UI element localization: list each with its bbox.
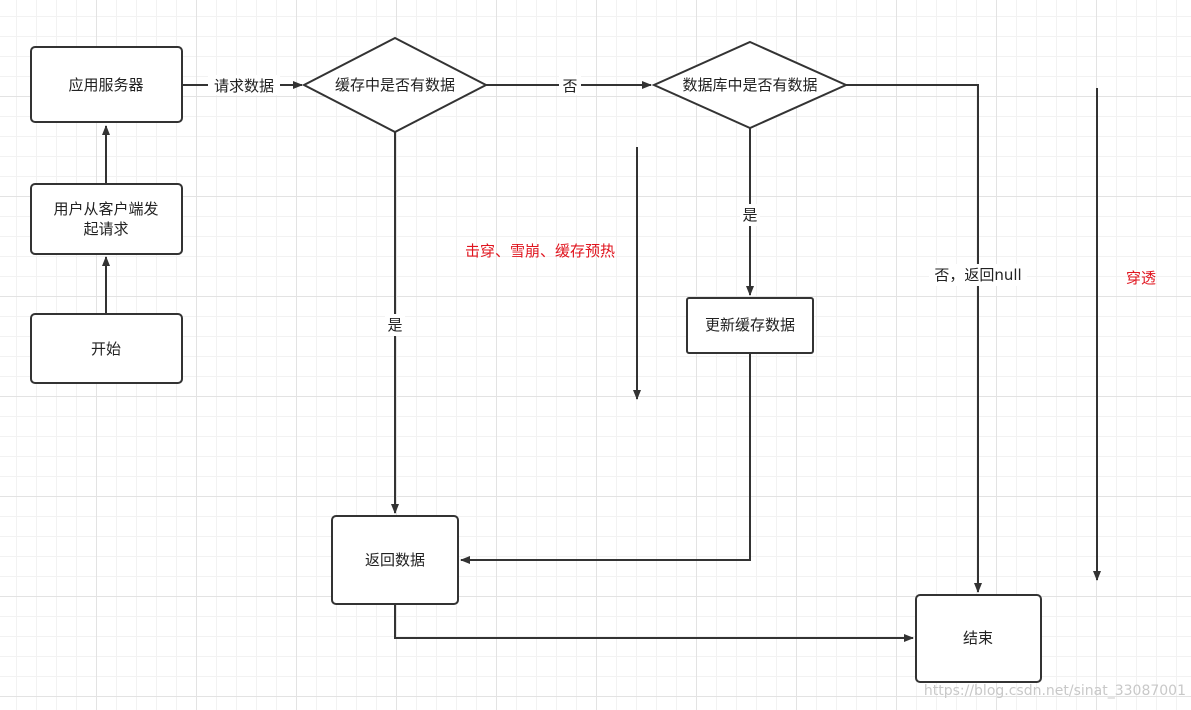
node-return-data[interactable] bbox=[331, 515, 459, 605]
edge-label-cache-no-bg bbox=[559, 75, 581, 95]
node-app-server-label: 应用服务器 bbox=[68, 76, 143, 94]
node-update-cache[interactable] bbox=[686, 297, 814, 354]
note-breakdown-avalanche-warmup: 击穿、雪崩、缓存预热 bbox=[465, 242, 615, 260]
edge-label-cache-yes: 是 bbox=[387, 316, 402, 334]
edge-label-cache-yes-bg bbox=[385, 314, 405, 336]
node-user-request[interactable] bbox=[30, 183, 183, 255]
node-end[interactable] bbox=[915, 594, 1042, 683]
edge-label-db-no-null: 否，返回null bbox=[934, 266, 1021, 284]
node-start-label: 开始 bbox=[91, 340, 121, 358]
node-return-data-label: 返回数据 bbox=[365, 551, 425, 569]
edge-label-db-yes: 是 bbox=[742, 206, 757, 224]
edge-db-to-end bbox=[846, 84, 982, 593]
node-end-label: 结束 bbox=[963, 629, 993, 647]
node-user-request-label-line1: 用户从客户端发 bbox=[53, 200, 158, 218]
node-cache-check[interactable] bbox=[301, 36, 489, 134]
edge-label-request-bg bbox=[208, 75, 280, 95]
node-db-check-label: 数据库中是否有数据 bbox=[682, 76, 817, 94]
edge-label-db-yes-bg bbox=[740, 204, 760, 226]
node-start[interactable] bbox=[30, 313, 183, 384]
watermark: https://blog.csdn.net/sinat_33087001 bbox=[924, 683, 1186, 699]
edge-label-request-data: 请求数据 bbox=[214, 77, 274, 95]
node-update-cache-label: 更新缓存数据 bbox=[705, 316, 795, 334]
node-user-request-label-line2: 起请求 bbox=[83, 220, 128, 238]
node-cache-check-label: 缓存中是否有数据 bbox=[335, 76, 455, 94]
note-penetration: 穿透 bbox=[1126, 269, 1156, 287]
edge-label-db-no-bg bbox=[929, 264, 1027, 286]
node-app-server[interactable] bbox=[30, 46, 183, 123]
edge-label-cache-no: 否 bbox=[562, 77, 577, 95]
edge-update-to-return bbox=[460, 353, 751, 564]
node-db-check[interactable] bbox=[651, 40, 849, 130]
edge-return-to-end bbox=[394, 604, 914, 642]
